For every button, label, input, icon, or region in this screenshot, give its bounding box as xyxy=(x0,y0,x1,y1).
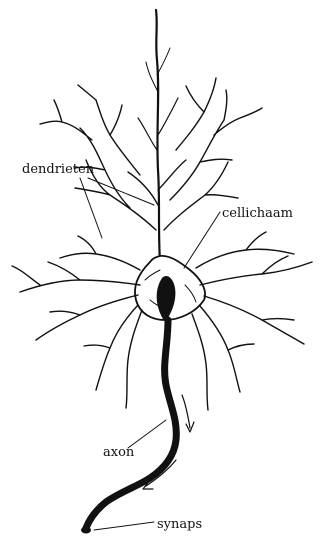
label-axon: axon xyxy=(103,446,134,459)
cell-body xyxy=(135,256,205,322)
basal-left-dendrites xyxy=(12,236,142,408)
synapse-terminal xyxy=(81,527,91,534)
upper-left-dendrites xyxy=(40,85,156,230)
axon xyxy=(86,320,194,528)
basal-right-dendrites xyxy=(192,232,312,410)
leader-line-axon xyxy=(128,420,166,448)
leader-line-synapse xyxy=(94,522,154,530)
apical-dendrite xyxy=(128,10,186,262)
leader-line-dendrites-2 xyxy=(80,178,102,238)
label-dendrites: dendrieten xyxy=(22,163,94,176)
label-cell-body: cellichaam xyxy=(222,207,293,220)
leader-line-cell-body xyxy=(184,212,220,268)
label-synapse: synaps xyxy=(157,518,202,531)
